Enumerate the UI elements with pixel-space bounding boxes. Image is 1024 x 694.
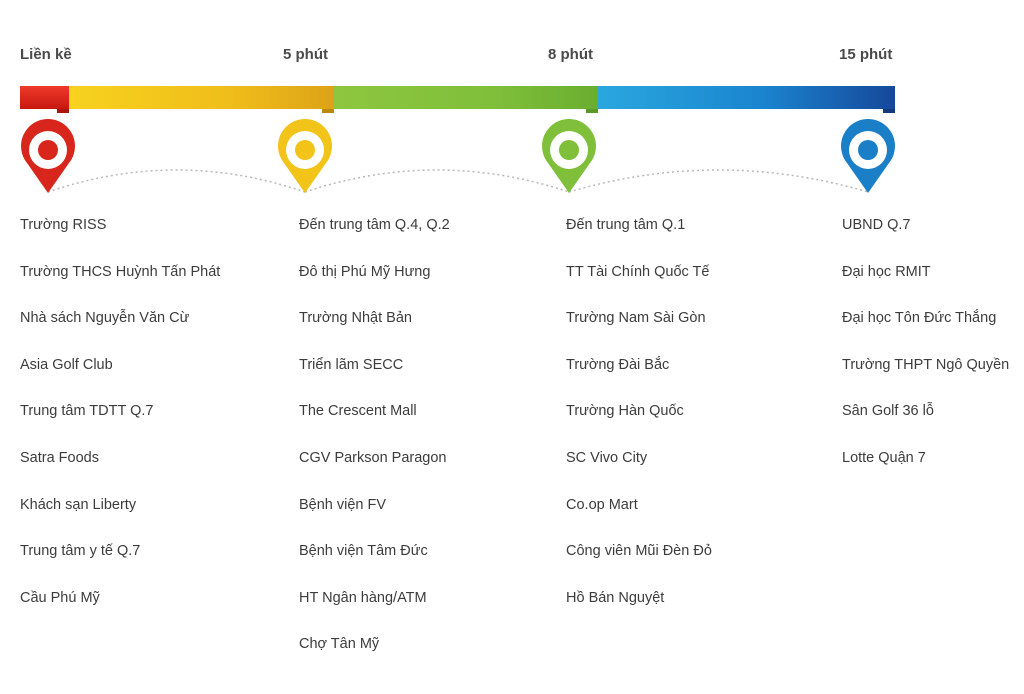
list-item: Đại học Tôn Đức Thắng (842, 310, 997, 327)
list-item: Sân Golf 36 lỗ (842, 403, 934, 420)
dotted-connector (47, 169, 306, 193)
list-item: SC Vivo City (566, 449, 648, 466)
time-label-8-min: 8 phút (548, 46, 593, 63)
timeline-segment-blue (598, 86, 895, 113)
list-item: Đến trung tâm Q.1 (566, 217, 686, 233)
list-item: Công viên Mũi Đèn Đỏ (566, 543, 712, 560)
list-item: Trường Nam Sài Gòn (566, 310, 706, 327)
list-item: The Crescent Mall (299, 403, 417, 420)
pins-layer (21, 119, 895, 193)
list-item: CGV Parkson Paragon (299, 449, 447, 466)
timeline-segment-red (20, 86, 69, 113)
map-pin-yellow-icon (278, 119, 332, 193)
list-item: Trường RISS (20, 217, 107, 233)
list-item: Trường THCS Huỳnh Tấn Phát (20, 263, 221, 280)
list-item: Trường Nhật Bản (299, 310, 412, 327)
time-label-5-min: 5 phút (283, 46, 328, 63)
list-item: Trường Hàn Quốc (566, 403, 684, 420)
list-item: Bệnh viện Tâm Đức (299, 543, 428, 560)
timeline-segment-yellow (69, 86, 334, 113)
list-item: Trường THPT Ngô Quyền (842, 356, 1010, 373)
dotted-connector (568, 169, 869, 193)
list-item: Trường Đài Bắc (566, 356, 670, 373)
places-list-adjacent: Trường RISS Trường THCS Huỳnh Tấn Phát N… (20, 214, 220, 633)
list-item: Satra Foods (20, 449, 99, 466)
list-item: Bệnh viện FV (299, 496, 387, 513)
time-label-15-min: 15 phút (839, 46, 893, 63)
list-item: Cầu Phú Mỹ (20, 589, 100, 606)
list-item: Đô thị Phú Mỹ Hưng (299, 263, 431, 280)
list-item: HT Ngân hàng/ATM (299, 589, 427, 606)
places-list-15-min: UBND Q.7 Đại học RMIT Đại học Tôn Đức Th… (842, 214, 1009, 494)
list-item: Co.op Mart (566, 496, 638, 513)
list-item: Lotte Quận 7 (842, 449, 926, 466)
list-item: Khách sạn Liberty (20, 496, 137, 513)
list-item: Chợ Tân Mỹ (299, 636, 380, 653)
timeline-segment-green (334, 86, 598, 113)
places-list-8-min: Đến trung tâm Q.1 TT Tài Chính Quốc Tế T… (566, 214, 712, 633)
list-item: Đại học RMIT (842, 263, 931, 280)
list-item: Triển lãm SECC (299, 356, 404, 373)
list-item: Trung tâm y tế Q.7 (20, 543, 141, 560)
list-item: Hồ Bán Nguyệt (566, 589, 665, 606)
dotted-connector (304, 169, 570, 193)
list-item: Nhà sách Nguyễn Văn Cừ (20, 310, 190, 327)
list-item: Asia Golf Club (20, 356, 113, 373)
list-item: UBND Q.7 (842, 217, 911, 233)
list-item: Trung tâm TDTT Q.7 (20, 403, 154, 420)
map-pin-green-icon (541, 119, 596, 193)
map-pin-blue-icon (841, 119, 895, 193)
list-item: Đến trung tâm Q.4, Q.2 (299, 217, 450, 233)
map-pin-red-icon (21, 119, 75, 193)
time-label-adjacent: Liền kề (20, 46, 72, 63)
list-item: TT Tài Chính Quốc Tế (566, 263, 710, 280)
places-list-5-min: Đến trung tâm Q.4, Q.2 Đô thị Phú Mỹ Hưn… (299, 214, 450, 680)
